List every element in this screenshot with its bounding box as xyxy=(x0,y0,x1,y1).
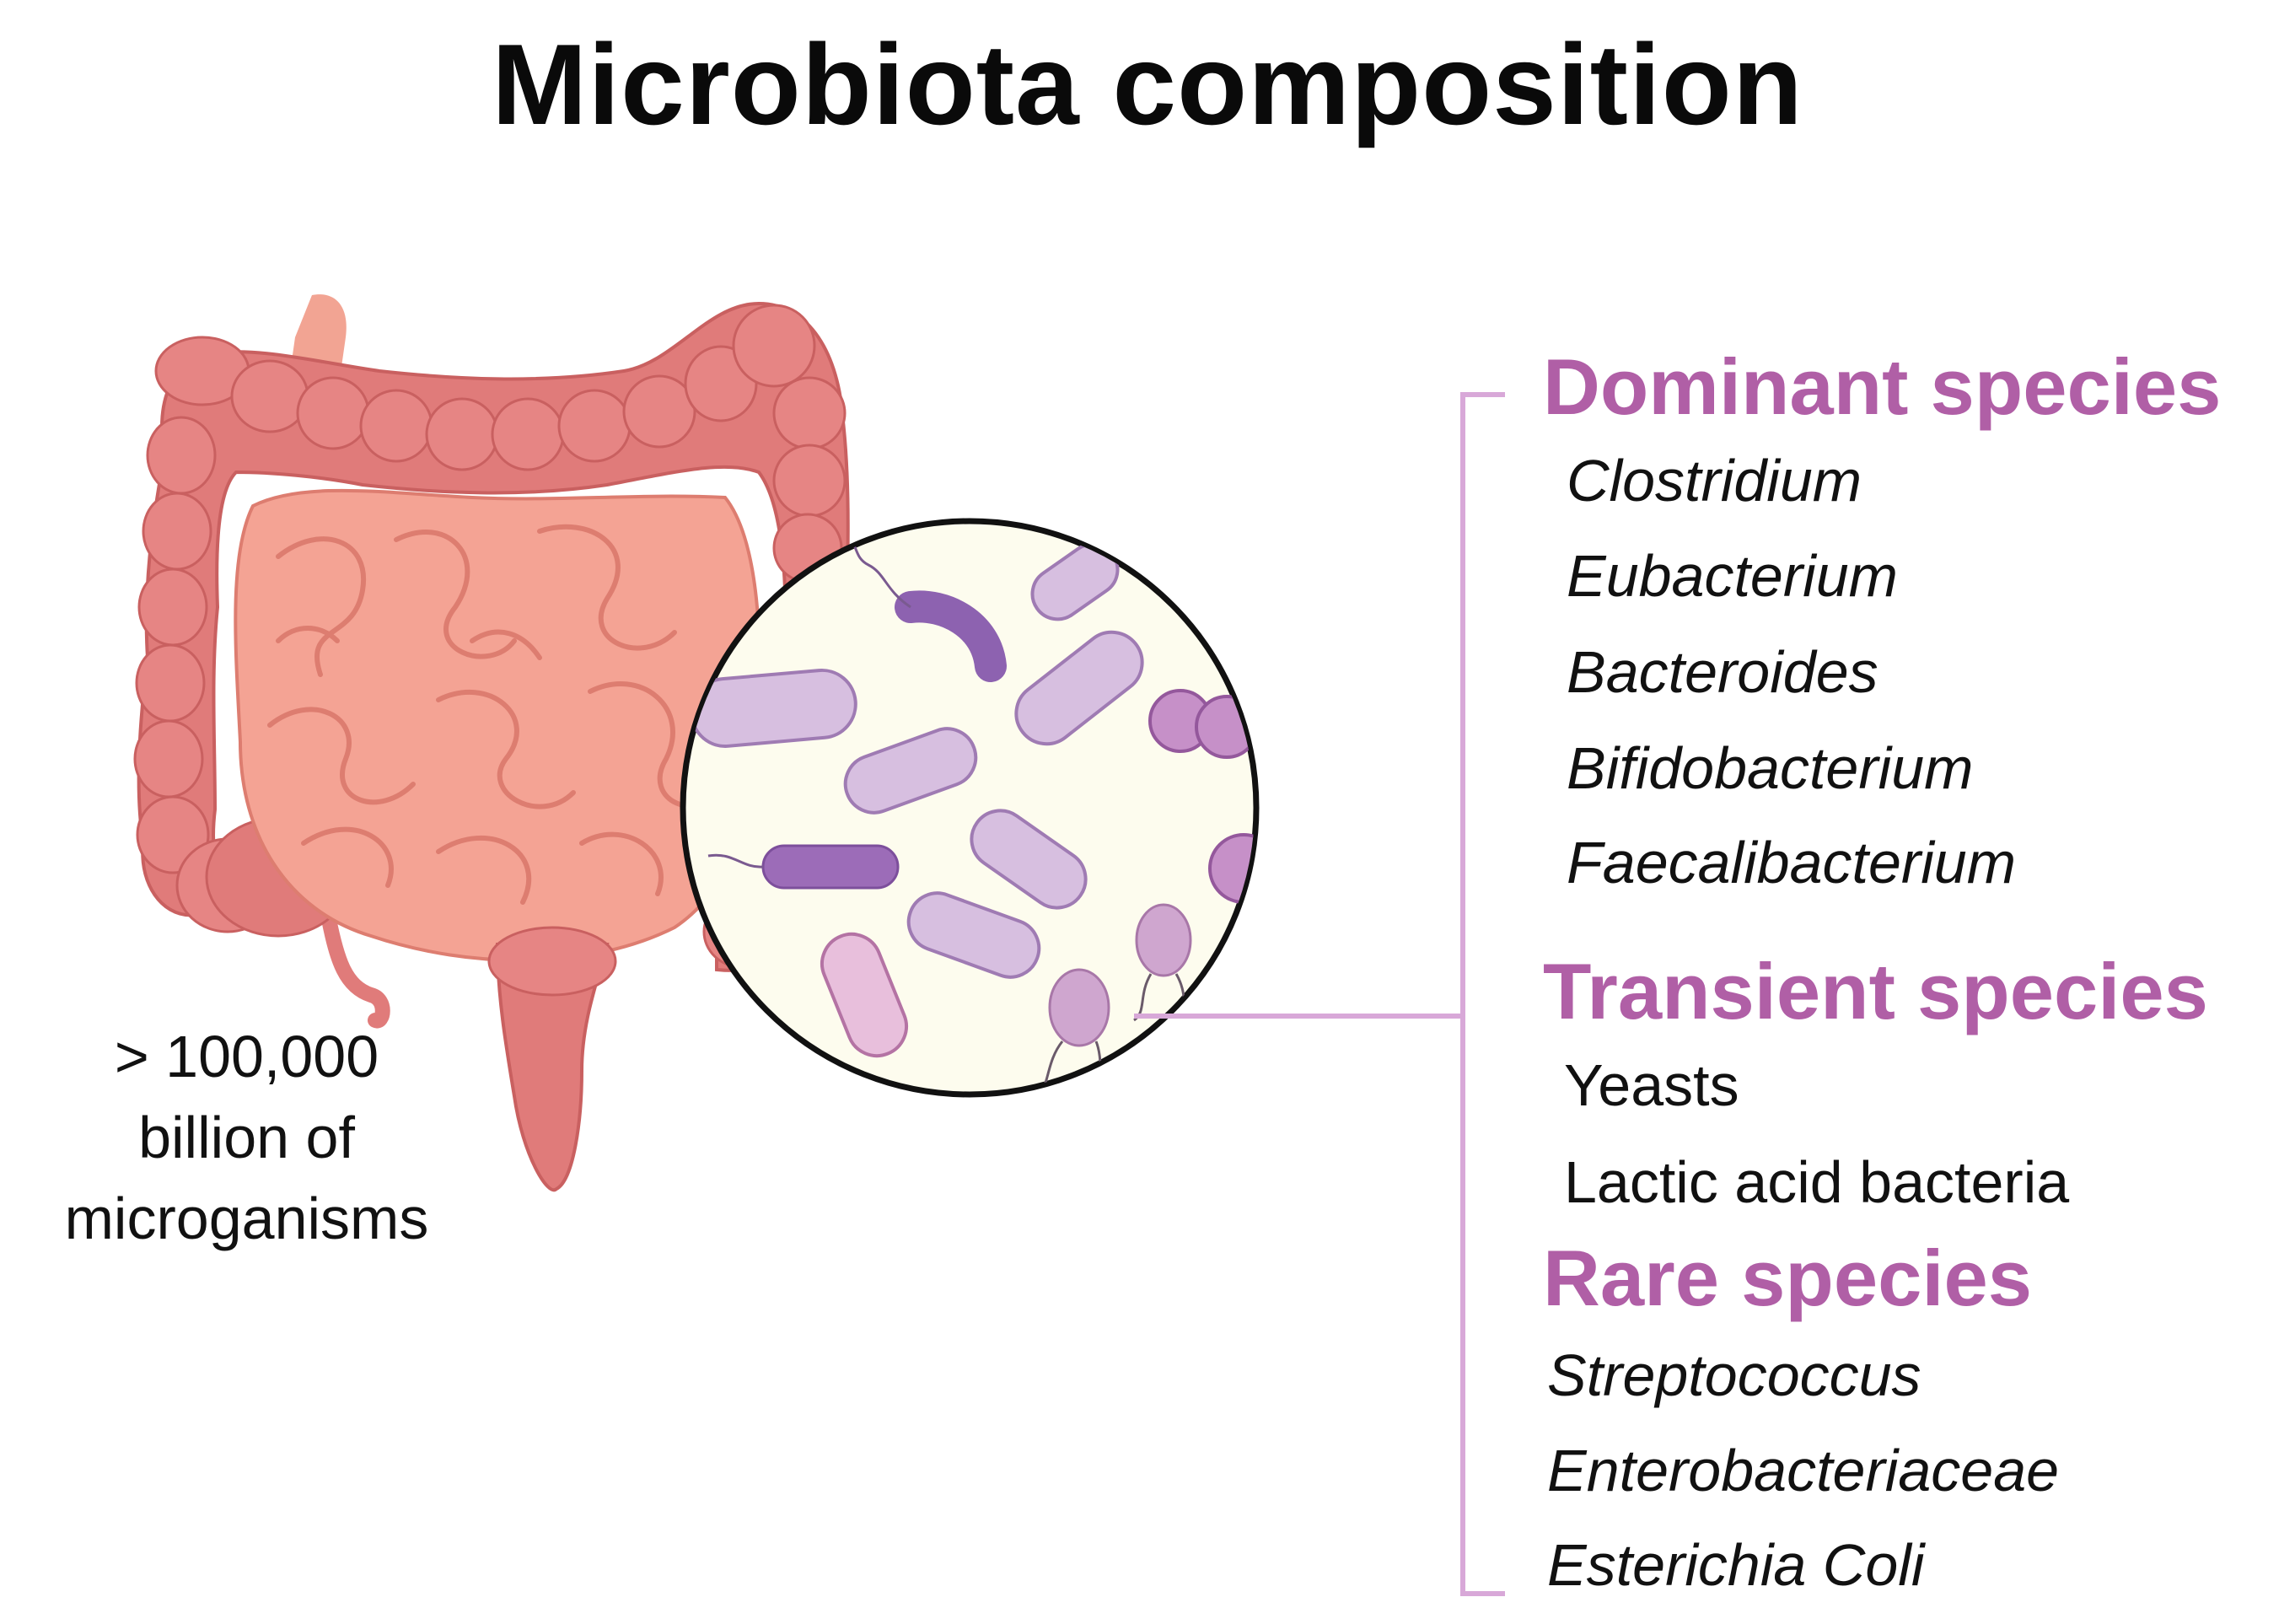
coccus xyxy=(1195,695,1255,759)
species-item: Eubacterium xyxy=(1567,543,1898,609)
bacterium-curved xyxy=(895,590,1007,682)
microbe-lens xyxy=(680,518,1260,1098)
colon-haustra xyxy=(133,304,847,969)
bacterium-rod-pink xyxy=(820,932,908,1058)
flagellum xyxy=(707,853,764,868)
bacterium-rod-dark xyxy=(761,844,900,890)
category-rare-heading: Rare species xyxy=(1543,1234,2033,1322)
bacterium-rod xyxy=(970,809,1088,910)
microorganism-count-label: > 100,000 billion of microganisms xyxy=(0,1016,493,1259)
figure-title: Microbiota composition xyxy=(492,20,1803,148)
bacterium-rod xyxy=(843,727,978,815)
species-item: Enterobacteriaceae xyxy=(1547,1438,2060,1503)
rectum xyxy=(495,943,610,1192)
species-item: Lactic acid bacteria xyxy=(1564,1149,2070,1215)
category-transient-heading: Transient species xyxy=(1543,947,2208,1035)
bacterium-rod xyxy=(1014,630,1144,746)
species-item: Streptococcus xyxy=(1547,1342,1921,1408)
yeast-cell xyxy=(1048,968,1110,1047)
intestine-illustration xyxy=(133,294,850,1192)
species-item: Faecalibacterium xyxy=(1567,830,2016,895)
species-item: Esterichia Coli xyxy=(1547,1532,1925,1598)
bracket-line xyxy=(1460,392,1505,1596)
species-item: Bifidobacterium xyxy=(1567,735,1974,801)
species-item: Clostridium xyxy=(1567,448,1862,514)
sigmoid-colon xyxy=(487,926,617,997)
bacterium-rod xyxy=(906,891,1041,979)
small-intestine xyxy=(234,488,762,962)
category-bracket xyxy=(1134,392,1505,1596)
count-line-3: microganisms xyxy=(64,1186,429,1251)
count-line-2: billion of xyxy=(138,1105,355,1170)
yeast-cell xyxy=(1135,903,1192,977)
count-line-1: > 100,000 xyxy=(114,1024,379,1089)
species-item: Bacteroides xyxy=(1567,639,1878,705)
species-item: Yeasts xyxy=(1564,1052,1739,1118)
category-dominant-heading: Dominant species xyxy=(1543,342,2222,431)
appendix xyxy=(321,911,390,1029)
